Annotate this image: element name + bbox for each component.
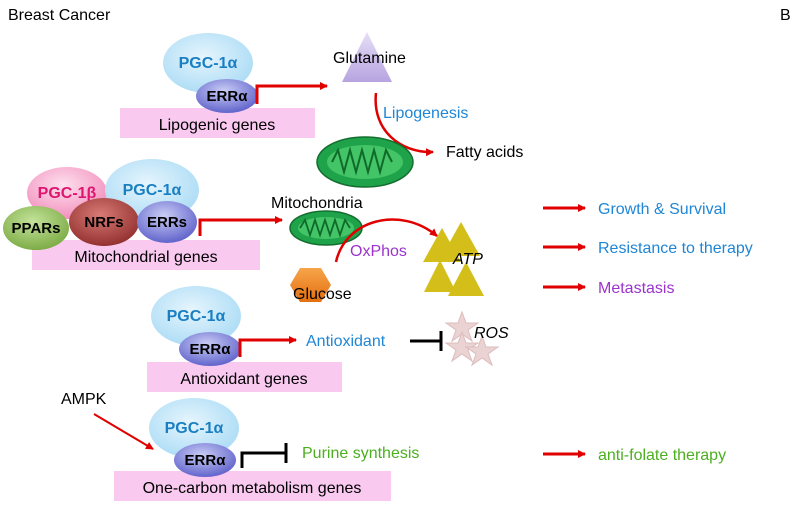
ppars-label: PPARs xyxy=(12,220,61,237)
pgc1a-label-2: PGC-1α xyxy=(123,182,182,199)
ampk-label: AMPK xyxy=(61,391,107,408)
pgc1a-label-3: PGC-1α xyxy=(167,308,226,325)
antioxidant-genes-label: Antioxidant genes xyxy=(180,371,307,388)
mitochondrial-genes-label: Mitochondrial genes xyxy=(74,249,217,266)
lipogenesis-label: Lipogenesis xyxy=(383,105,468,122)
figure-title: Breast Cancer xyxy=(8,7,111,24)
growth-label: Growth & Survival xyxy=(598,201,726,218)
glucose-hexagon xyxy=(290,268,331,302)
purine-inhibition xyxy=(240,443,288,468)
errs-label: ERRs xyxy=(147,214,187,231)
mitochondrion-large xyxy=(316,136,414,188)
atp-triangles xyxy=(423,222,484,296)
pgc1a-node-4 xyxy=(149,398,239,458)
antioxidant-label: Antioxidant xyxy=(306,333,386,350)
ros-label: ROS xyxy=(474,325,509,342)
pgc1a-node-3 xyxy=(151,286,241,346)
lipogenic-genes-box xyxy=(120,108,315,138)
mitochondrial-arrow xyxy=(198,216,283,236)
erra-label-2: ERRα xyxy=(190,341,232,358)
nrfs-label: NRFs xyxy=(84,214,123,231)
resistance-label: Resistance to therapy xyxy=(598,240,753,257)
lipogenesis-arrow xyxy=(374,92,434,157)
mitochondrial-genes-box xyxy=(32,240,260,270)
oxphos-arrow xyxy=(334,218,438,263)
pgc1a-label-4: PGC-1α xyxy=(165,420,224,437)
lipogenic-arrow xyxy=(255,82,328,104)
glutamine-triangle xyxy=(342,32,392,82)
atp-label: ATP xyxy=(452,251,483,268)
mitochondrion-small xyxy=(289,210,363,246)
mitochondria-label: Mitochondria xyxy=(271,195,363,212)
glutamine-label: Glutamine xyxy=(333,50,406,67)
glucose-label: Glucose xyxy=(293,286,352,303)
ros-inhibition xyxy=(410,331,443,351)
one-carbon-genes-box xyxy=(114,471,391,501)
oxphos-label: OxPhos xyxy=(350,243,407,260)
lipogenic-genes-label: Lipogenic genes xyxy=(159,117,276,134)
errs-node xyxy=(137,201,197,243)
erra-label-1: ERRα xyxy=(207,88,249,105)
erra-node-2 xyxy=(179,332,241,366)
pgc1a-node-1 xyxy=(163,33,253,93)
one-carbon-genes-label: One-carbon metabolism genes xyxy=(143,480,362,497)
ampk-arrow xyxy=(93,413,154,450)
pgc1a-label-1: PGC-1α xyxy=(179,55,238,72)
erra-node-3 xyxy=(174,443,236,477)
antioxidant-genes-box xyxy=(147,362,342,392)
panel-letter: B xyxy=(780,7,791,24)
ppars-node xyxy=(3,206,69,250)
metastasis-label: Metastasis xyxy=(598,280,674,297)
pgc1b-label: PGC-1β xyxy=(38,185,97,202)
ros-stars xyxy=(444,310,500,367)
antioxidant-arrow xyxy=(238,336,297,357)
purine-label: Purine synthesis xyxy=(302,445,419,462)
erra-node-1 xyxy=(196,79,258,113)
erra-label-3: ERRα xyxy=(185,452,227,469)
antifolate-label: anti-folate therapy xyxy=(598,447,726,464)
nrfs-node xyxy=(69,198,139,246)
fatty-acids-label: Fatty acids xyxy=(446,144,523,161)
